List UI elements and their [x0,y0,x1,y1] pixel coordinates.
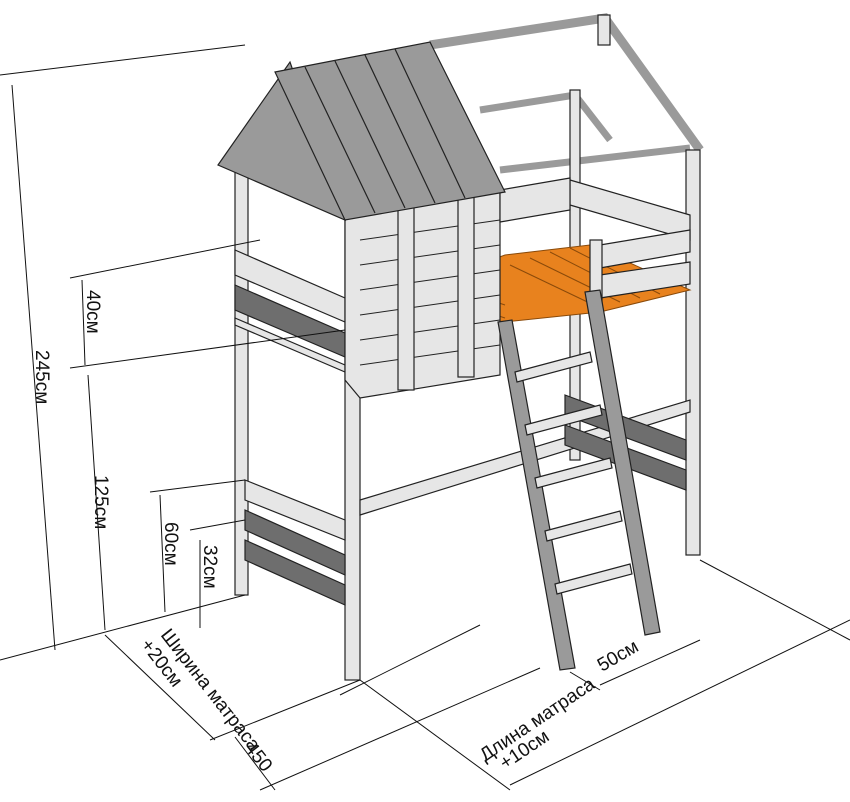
dimension-lines [0,44,850,791]
total-height-label: 245см [31,350,52,404]
lower-rail-height-label: 60см [160,522,181,566]
ladder-width-label: 50см [594,636,642,676]
ladder [497,289,661,671]
house-wall [344,177,571,399]
guard-height-label: 40см [82,290,103,334]
roof [217,41,506,222]
under-clearance-label: 125см [90,475,111,529]
lower-base-height-label: 32см [199,545,220,589]
